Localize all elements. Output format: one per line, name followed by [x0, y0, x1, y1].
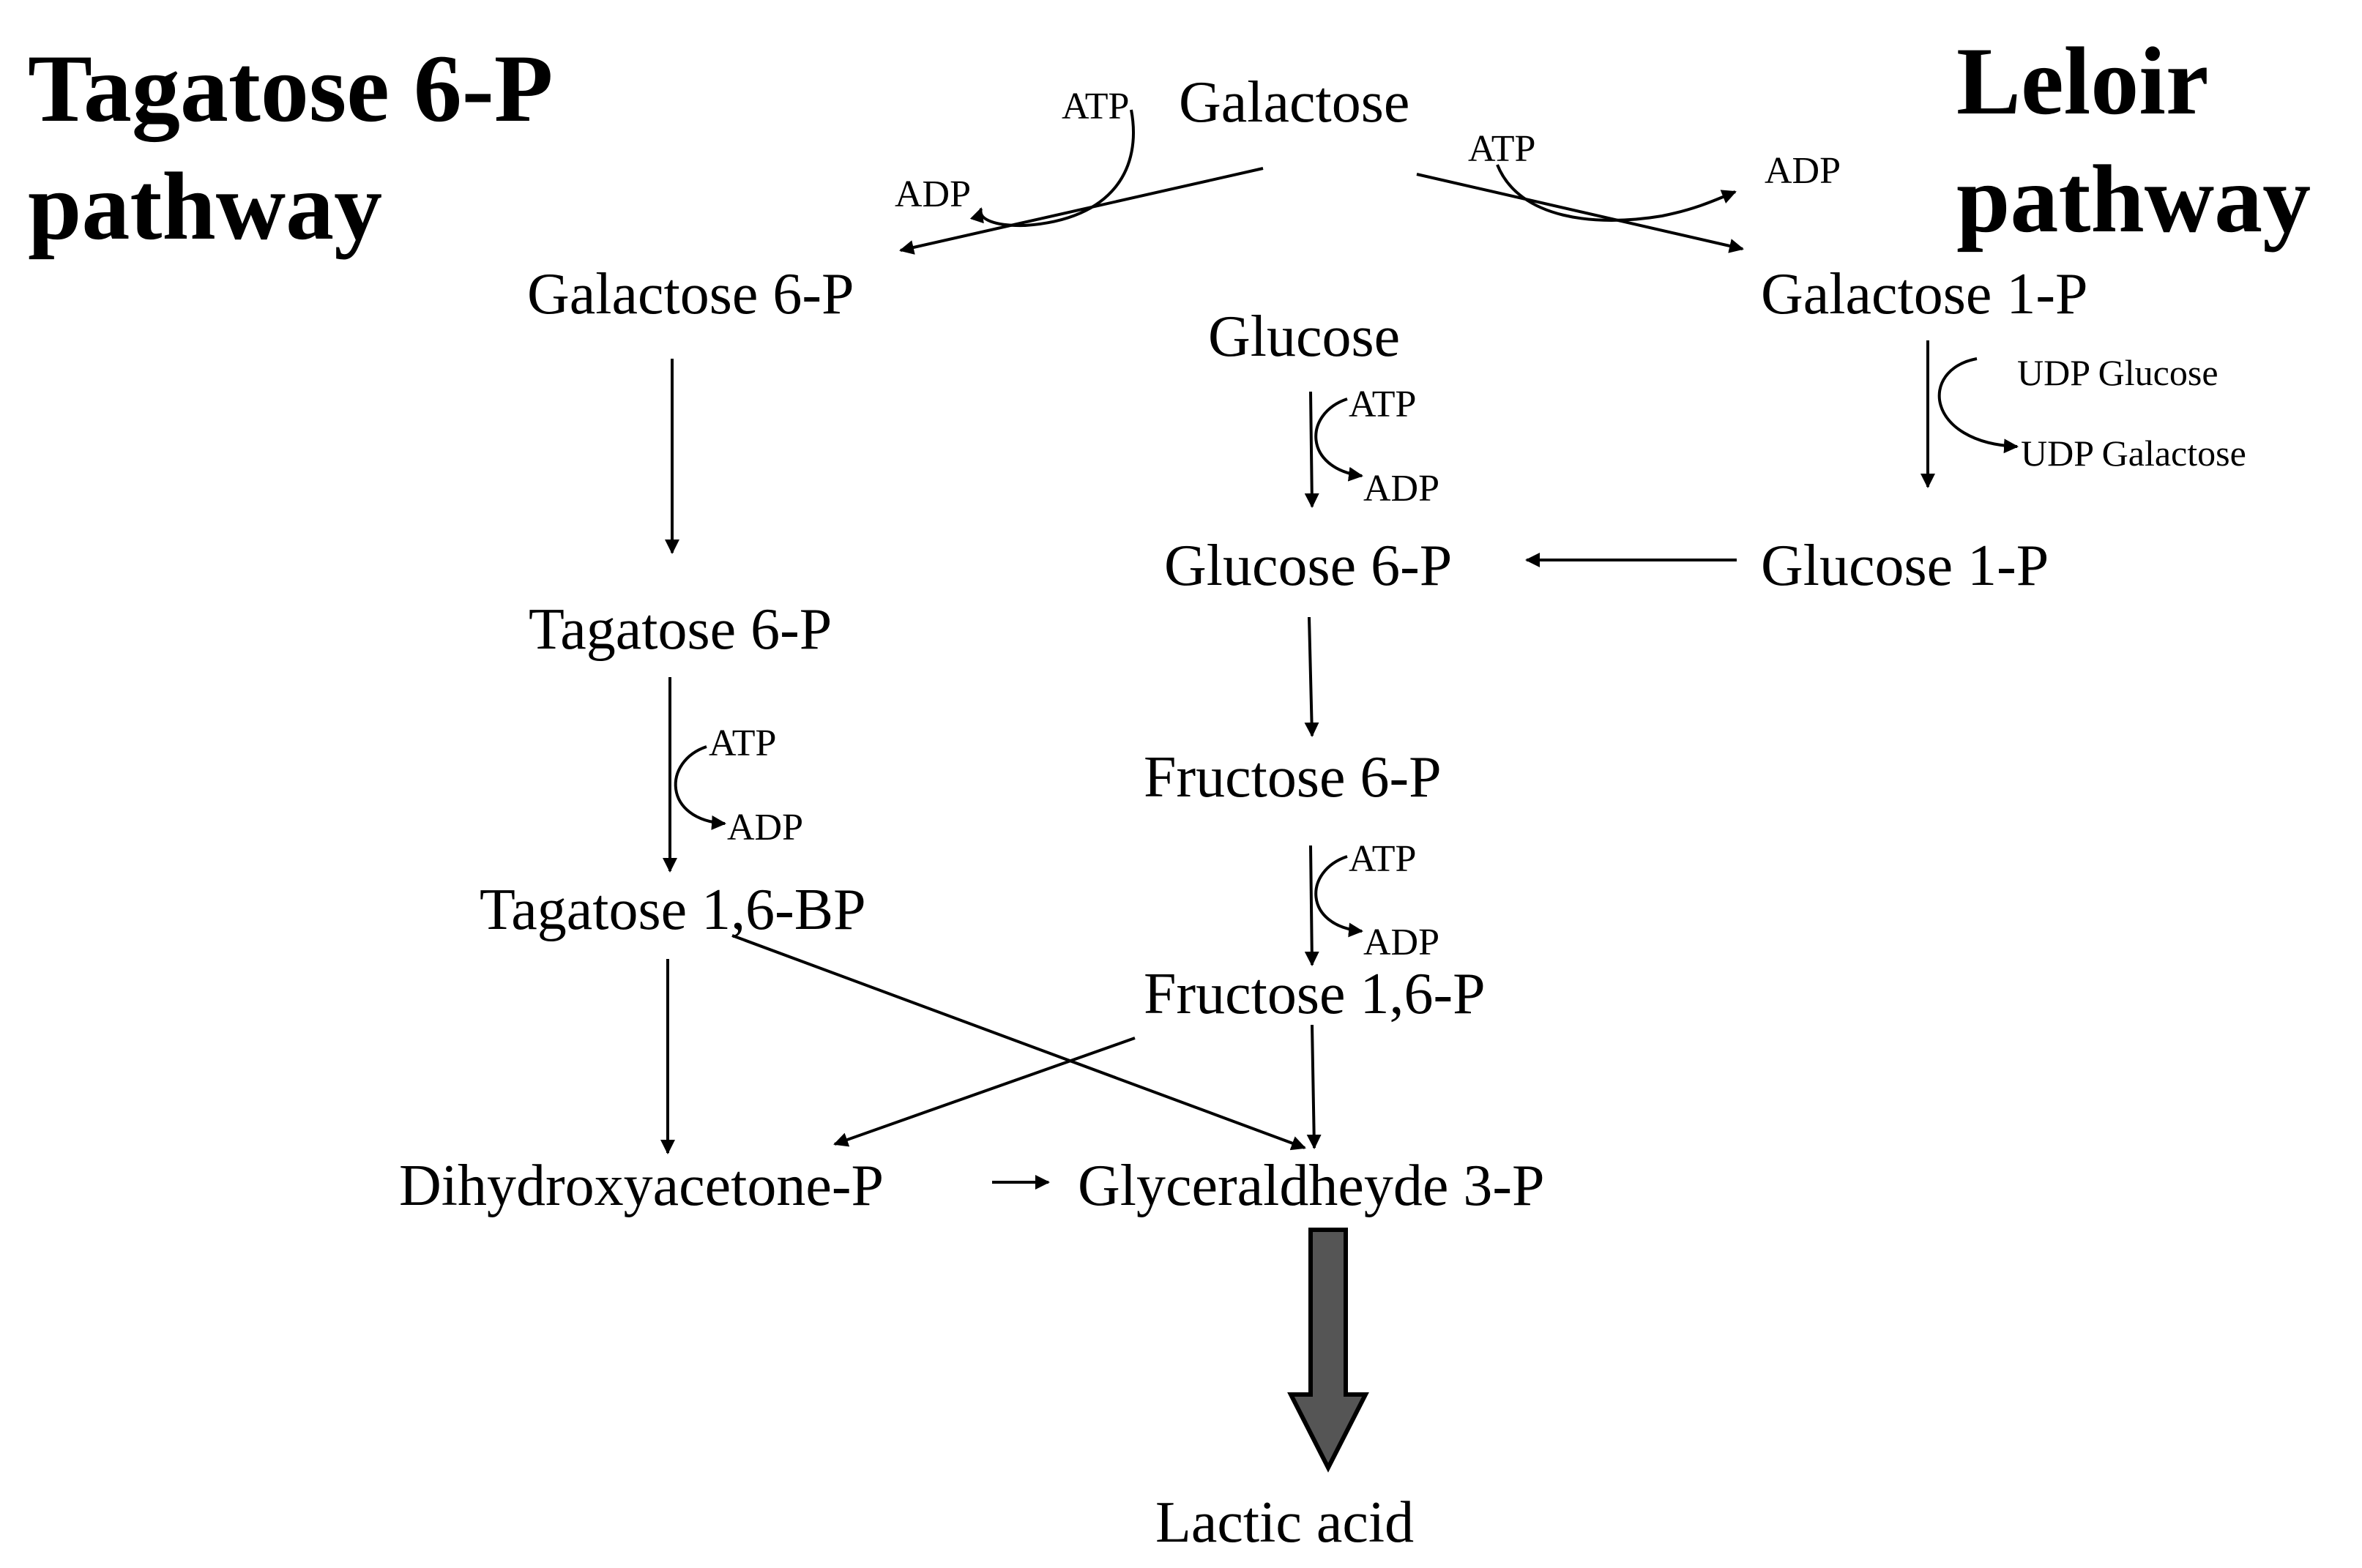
cofactor-udp-glucose: UDP Glucose — [2017, 352, 2218, 393]
node-galactose-6p: Galactose 6-P — [527, 262, 854, 326]
cofactor-curve-atp-adp-tagatose — [674, 745, 726, 830]
arrow-fructose-6p-to-fructose-16p — [1304, 845, 1319, 966]
title-leloir-pathway: Leloir pathway — [1956, 22, 2311, 258]
cofactor-atp-right-top: ATP — [1468, 128, 1536, 170]
cofactor-adp-left-top: ADP — [895, 173, 972, 215]
title-leloir-line-2: pathway — [1956, 145, 2311, 253]
node-fructose-16p: Fructose 1,6-P — [1144, 962, 1486, 1026]
node-galactose: Galactose — [1179, 70, 1410, 135]
arrow-galactose-to-galactose-1p — [1416, 173, 1744, 253]
node-dihydroxyacetone-p: Dihydroxyacetone-P — [399, 1154, 884, 1218]
title-leloir-line-1: Leloir — [1956, 27, 2209, 135]
arrow-glucose-6p-to-fructose-6p — [1304, 616, 1319, 737]
node-tagatose-16bp: Tagatose 1,6-BP — [480, 878, 866, 942]
node-glucose-6p: Glucose 6-P — [1164, 534, 1453, 598]
node-glucose-1p: Glucose 1-P — [1761, 534, 2049, 598]
cofactor-atp-fructose: ATP — [1349, 838, 1417, 880]
title-tagatose-line-2: pathway — [28, 152, 383, 261]
cofactor-curve-atp-adp-phosphofructokinase — [1314, 855, 1363, 938]
cofactor-atp-left-top: ATP — [1062, 86, 1130, 127]
cofactor-adp-tagatose: ADP — [727, 807, 804, 848]
cofactor-atp-glucose: ATP — [1349, 384, 1417, 425]
cofactor-adp-glucose: ADP — [1363, 468, 1440, 509]
node-glucose: Glucose — [1208, 305, 1401, 369]
big-arrow-to-lactic-acid — [1287, 1228, 1369, 1473]
cofactor-adp-fructose: ADP — [1363, 922, 1440, 963]
cofactor-adp-right-top: ADP — [1765, 150, 1841, 192]
arrow-glucose-to-glucose-6p — [1304, 391, 1319, 508]
arrow-fructose-16p-to-dhap — [833, 1037, 1136, 1147]
title-tagatose-pathway: Tagatose 6-P pathway — [28, 29, 553, 265]
node-galactose-1p: Galactose 1-P — [1761, 262, 2088, 326]
cofactor-curve-atp-adp-glucokinase — [1314, 397, 1363, 482]
title-tagatose-line-1: Tagatose 6-P — [28, 34, 554, 142]
cofactor-curve-atp-adp-galactokinase-right — [1496, 164, 1737, 222]
node-fructose-6p: Fructose 6-P — [1144, 745, 1442, 810]
cofactor-curve-udp-glucose-galactose — [1937, 357, 2019, 454]
cofactor-atp-tagatose: ATP — [709, 723, 777, 764]
node-tagatose-6p: Tagatose 6-P — [529, 597, 832, 662]
cofactor-curve-atp-adp-galactokinase-left — [969, 109, 1135, 228]
arrow-fructose-16p-to-g3p — [1306, 1024, 1322, 1149]
node-lactic-acid: Lactic acid — [1155, 1490, 1415, 1555]
arrow-galactose-to-galactose-6p — [899, 167, 1264, 255]
cofactor-udp-galactose: UDP Galactose — [2021, 433, 2246, 474]
node-glyceraldheyde-3p: Glyceraldheyde 3-P — [1078, 1154, 1545, 1218]
arrow-tagatose-16bp-to-g3p — [731, 934, 1306, 1151]
